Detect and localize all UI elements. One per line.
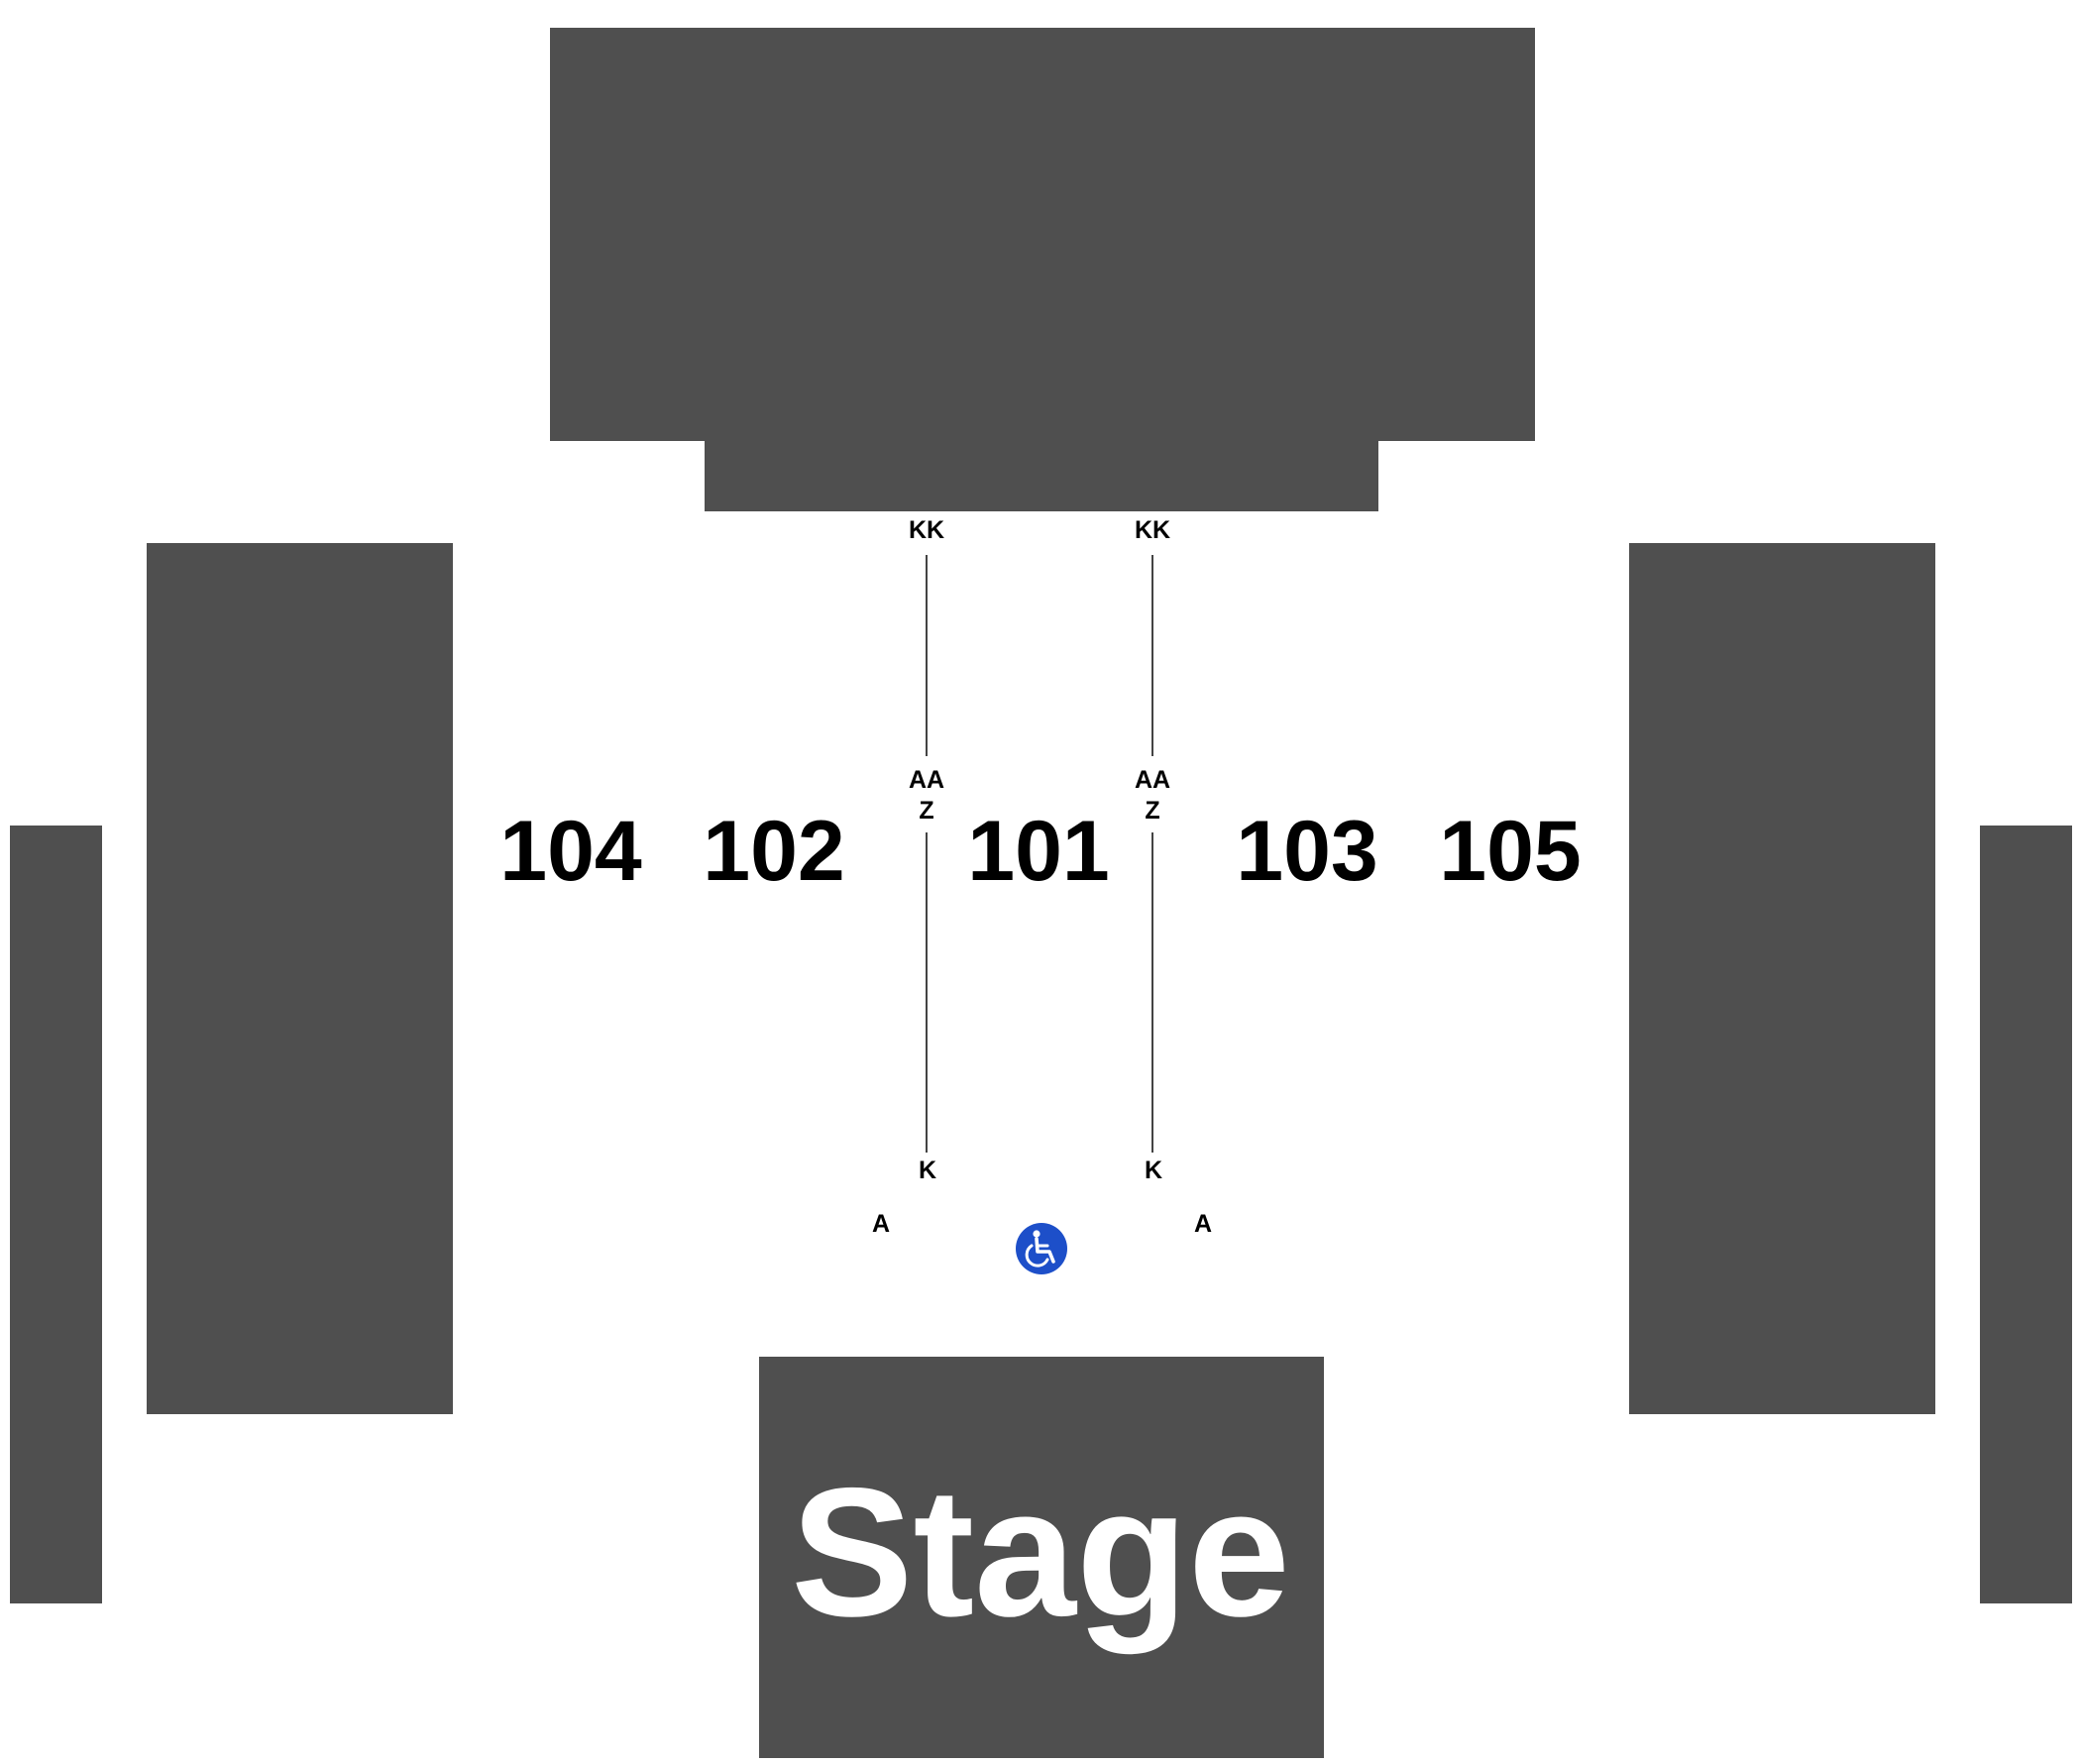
section-105-label[interactable]: 105 <box>1439 804 1582 899</box>
right-outer-section-block[interactable] <box>1980 826 2072 1603</box>
right-aisle-row-kk: KK <box>1135 516 1170 544</box>
right-front-row-a: A <box>1194 1210 1212 1238</box>
right-aisle-row-z: Z <box>1145 797 1159 825</box>
section-102-label[interactable]: 102 <box>703 804 845 899</box>
left-front-row-a: A <box>872 1210 890 1238</box>
left-aisle-row-z: Z <box>919 797 933 825</box>
left-outer-section-block[interactable] <box>10 826 102 1603</box>
upper-rear-section-block[interactable] <box>550 28 1535 511</box>
left-aisle-row-aa: AA <box>909 766 944 794</box>
left-aisle-row-k: K <box>919 1157 936 1184</box>
section-103-label[interactable]: 103 <box>1236 804 1378 899</box>
right-aisle-row-k: K <box>1145 1157 1162 1184</box>
right-side-section-block[interactable] <box>1629 543 1935 1414</box>
right-aisle-row-aa: AA <box>1135 766 1170 794</box>
stage-block <box>759 1357 1324 1758</box>
stage-label: Stage <box>791 1451 1290 1655</box>
section-101-label[interactable]: 101 <box>967 804 1110 899</box>
section-104-label[interactable]: 104 <box>499 804 642 899</box>
left-aisle-row-kk: KK <box>909 516 944 544</box>
left-side-section-block[interactable] <box>147 543 453 1414</box>
wheelchair-icon[interactable] <box>1016 1223 1067 1274</box>
